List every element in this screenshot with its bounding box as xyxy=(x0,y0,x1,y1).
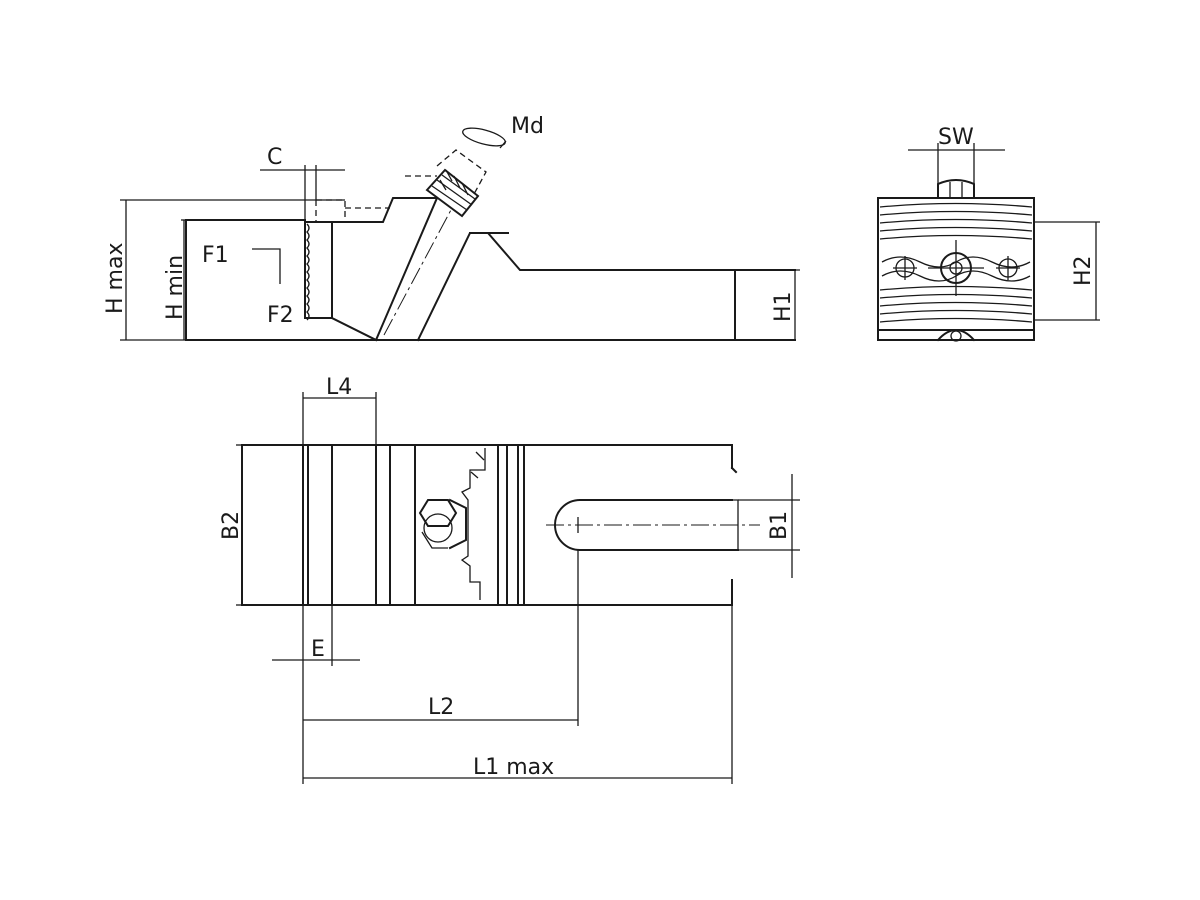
c-label: C xyxy=(267,145,282,170)
l4-label: L4 xyxy=(326,375,352,400)
l2-label: L2 xyxy=(428,695,454,720)
md-label: Md xyxy=(511,114,544,139)
h1-label: H1 xyxy=(771,291,796,322)
e-label: E xyxy=(311,637,325,662)
side-view xyxy=(120,127,800,342)
sw-label: SW xyxy=(938,125,974,150)
b1-label: B1 xyxy=(767,511,792,540)
end-view xyxy=(877,143,1100,342)
b2-label: B2 xyxy=(219,511,244,540)
f2-label: F2 xyxy=(267,303,294,328)
h2-label: H2 xyxy=(1071,255,1096,286)
right-screw-icon xyxy=(996,256,1020,280)
l1-max-label: L1 max xyxy=(473,755,554,780)
hex-bolt-icon xyxy=(937,179,975,199)
h-max-label: H max xyxy=(103,243,128,314)
clamp-bolt-icon xyxy=(405,149,487,218)
center-screw-icon xyxy=(928,240,984,296)
wedge-bolt-icon xyxy=(418,498,467,550)
left-screw-icon xyxy=(893,256,917,280)
h-min-label: H min xyxy=(163,255,188,320)
torque-arrow-icon xyxy=(462,127,507,149)
f1-label: F1 xyxy=(202,243,229,268)
top-view xyxy=(236,392,800,784)
